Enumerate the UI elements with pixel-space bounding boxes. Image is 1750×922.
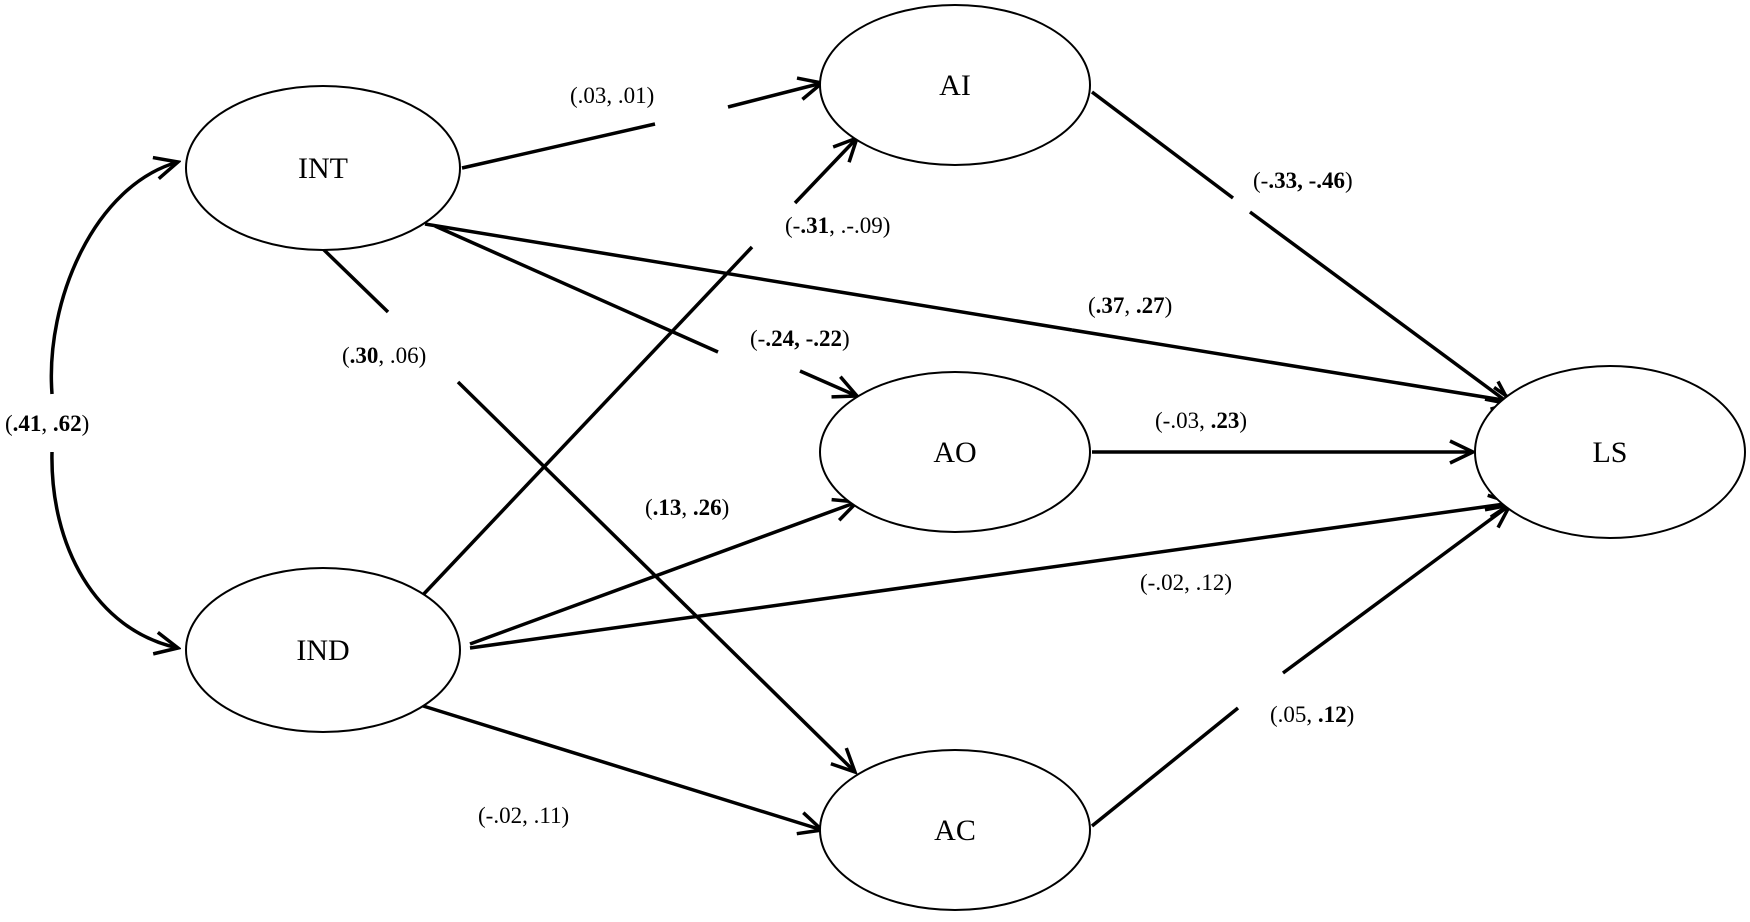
- node-ac: AC: [819, 749, 1091, 911]
- label-int-ind: (.41, .62): [5, 411, 89, 436]
- edge-int-ai: [461, 122, 656, 170]
- label-ind-ai: (-.31, .-.09): [785, 213, 890, 238]
- edge-int-ls-end: [1071, 328, 1515, 402]
- label-ai-ls: (-.33, -.46): [1253, 168, 1353, 193]
- edge-int-ls: [424, 222, 1073, 332]
- label-ac-ls: (.05, .12): [1270, 702, 1354, 727]
- label-int-ls: (.37, .27): [1088, 293, 1172, 318]
- edge-int-ao: [434, 224, 719, 354]
- label-int-ai: (.03, .01): [570, 83, 654, 108]
- node-ao: AO: [819, 371, 1091, 533]
- edge-ind-ai: [418, 245, 754, 600]
- edge-ind-ls: [469, 503, 1512, 650]
- label-ao-ls: (-.03, .23): [1155, 408, 1247, 433]
- label-ind-ac: (-.02, .11): [478, 803, 569, 828]
- label-ind-ls: (-.02, .12): [1140, 570, 1232, 595]
- label-int-ao: (-.24, -.22): [750, 326, 850, 351]
- node-ind: IND: [185, 567, 461, 733]
- node-ac-label: AC: [934, 814, 976, 847]
- node-int-label: INT: [298, 152, 348, 185]
- edge-ac-ls-end: [1281, 505, 1510, 675]
- node-ai-label: AI: [939, 69, 971, 102]
- edge-int-ind-lower: [50, 451, 178, 648]
- node-ls-label: LS: [1592, 436, 1627, 469]
- edge-int-ao-end: [799, 369, 857, 396]
- edge-ai-ls-end: [1248, 210, 1510, 404]
- label-ind-ao: (.13, .26): [645, 495, 729, 520]
- node-ao-label: AO: [933, 436, 976, 469]
- edge-ai-ls: [1090, 90, 1235, 200]
- node-ai: AI: [819, 4, 1091, 166]
- node-ind-label: IND: [296, 634, 349, 667]
- edge-ac-ls: [1090, 706, 1240, 828]
- edge-int-ai-end: [727, 83, 822, 109]
- node-ls: LS: [1474, 365, 1746, 539]
- label-int-ac: (.30, .06): [342, 343, 426, 368]
- edge-int-ac: [320, 246, 390, 314]
- edge-ind-ac: [419, 703, 822, 830]
- edge-ind-ai-end: [793, 138, 857, 205]
- edge-ind-ao: [469, 502, 857, 646]
- node-int: INT: [185, 85, 461, 251]
- edge-int-ind: [49, 162, 178, 395]
